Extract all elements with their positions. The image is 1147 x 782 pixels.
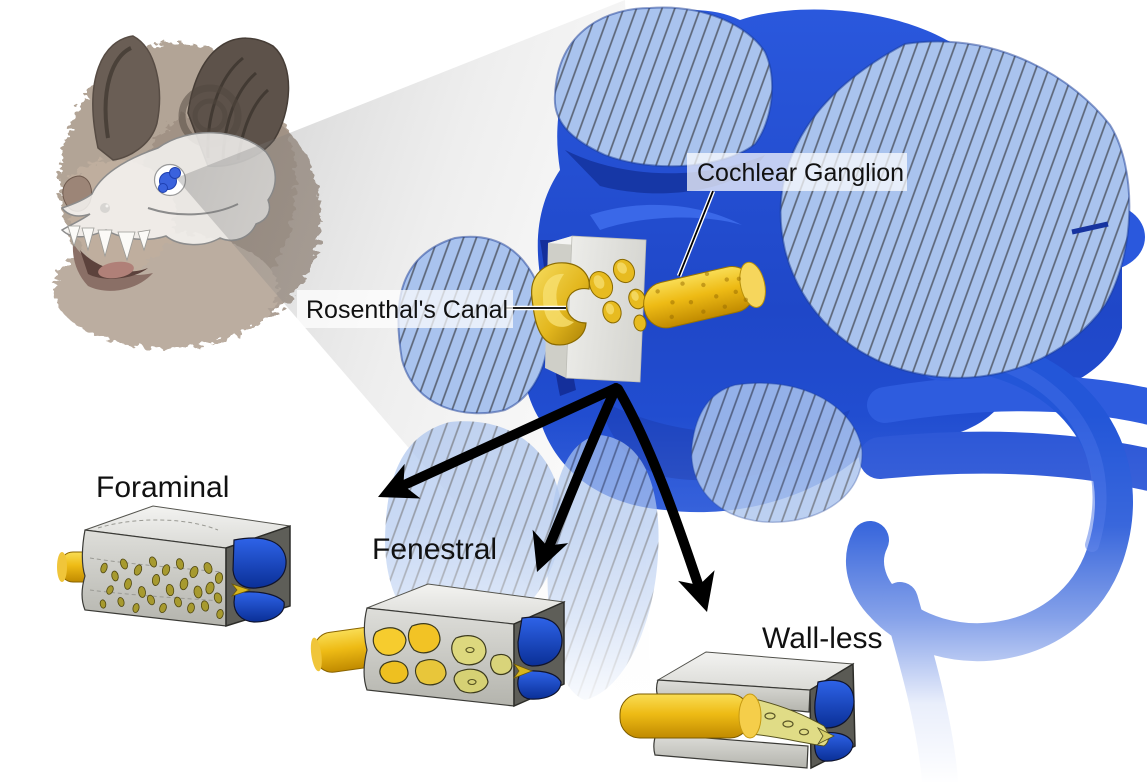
wall-less-scala-top (814, 679, 855, 729)
vestibular-arm (867, 375, 1147, 425)
bat-cochlea-marker (153, 163, 187, 197)
foraminal-foramina (99, 556, 224, 619)
fenestral-pores (465, 646, 477, 686)
fenestral-nerve-arrow (512, 663, 534, 679)
arrow-to-wall-less (613, 384, 715, 612)
fenestral-scala-top (517, 616, 563, 667)
cross-section-lobe-top (553, 6, 774, 168)
label-rosenthals-canal: Rosenthal's Canal (306, 296, 508, 324)
wall-less-nerve-cylinder (619, 693, 762, 739)
label-wall-less: Wall-less (762, 622, 883, 655)
bat-lower-jaw (72, 243, 153, 291)
label-fenestral: Fenestral (372, 533, 497, 566)
bat-ear-left (92, 35, 161, 161)
arrow-to-foraminal (378, 383, 621, 499)
wall-less-nerve-arrow (816, 727, 835, 745)
foraminal-scala-bottom (233, 591, 285, 623)
fenestral-front-face (363, 607, 515, 707)
lobe-notch (1071, 221, 1109, 235)
arrow-to-fenestral (532, 383, 621, 572)
foraminal-illustration (57, 505, 291, 628)
leader-line-cochlear-ganglion (678, 190, 714, 277)
callout-cochlear-ganglion: Cochlear Ganglion (676, 153, 907, 277)
fenestral-illustration (310, 583, 566, 708)
foraminal-scala-top (232, 537, 287, 589)
bat-skull-teeth (67, 225, 151, 262)
wall-less-sheet-pores (764, 712, 810, 736)
label-cochlear-ganglion: Cochlear Ganglion (697, 159, 904, 187)
wall-less-illustration (619, 651, 856, 770)
label-foraminal: Foraminal (96, 471, 229, 504)
fenestral-windows (372, 623, 513, 694)
cross-section-lobe-right (779, 40, 1131, 379)
cochlear-ganglion-cylinder (643, 261, 766, 329)
bat-ear-canal-rings-inner (192, 98, 228, 134)
callout-rosenthals-canal: Rosenthal's Canal (297, 290, 566, 328)
bat-tongue (98, 261, 134, 279)
foraminal-nerve-arrow (230, 583, 252, 597)
fenestral-scala-bottom (517, 670, 562, 700)
